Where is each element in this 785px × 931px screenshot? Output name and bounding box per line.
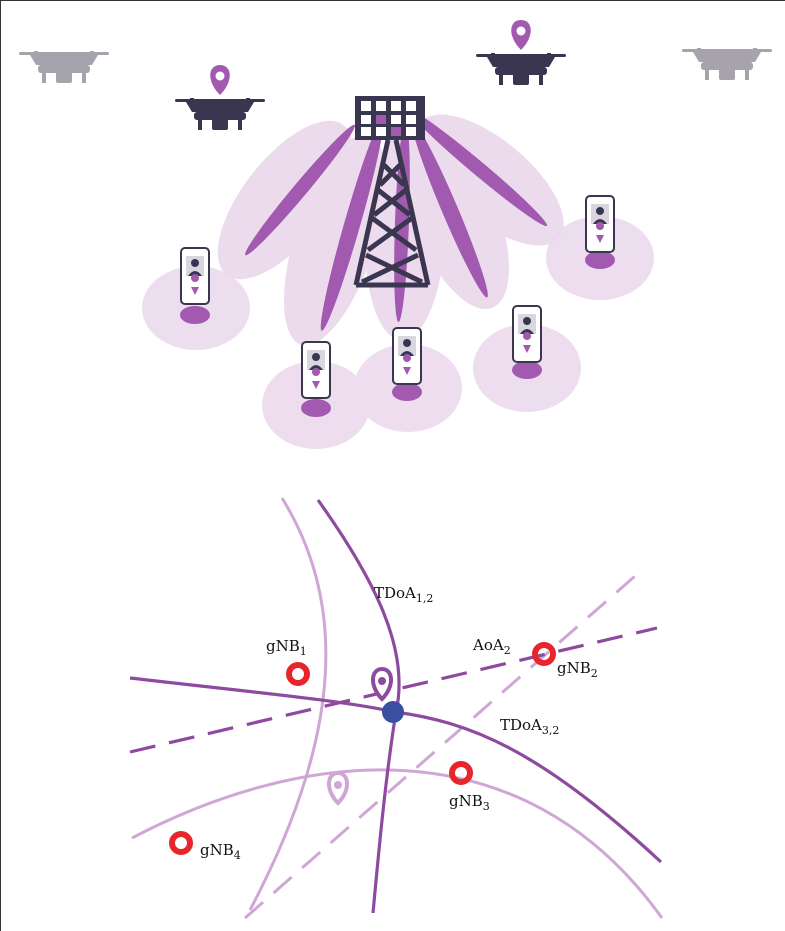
tdoa32-label: TDoA3,2 bbox=[500, 716, 560, 737]
user-pads bbox=[180, 251, 615, 417]
gnb2-marker bbox=[532, 642, 556, 666]
location-pin-icon bbox=[371, 666, 393, 702]
gnb4-marker bbox=[169, 831, 193, 855]
light-dashed-aoa-line bbox=[244, 568, 643, 920]
gnb4-label: gNB4 bbox=[200, 841, 241, 862]
position-estimate-dot bbox=[382, 701, 404, 723]
gnb3-label: gNB3 bbox=[449, 792, 490, 813]
aoa2-dashed-line bbox=[129, 626, 658, 754]
tower-antenna-panel bbox=[355, 96, 425, 140]
gnb2-label: gNB2 bbox=[557, 659, 598, 680]
light-hyperbola-bottom bbox=[131, 768, 664, 919]
gnb3-marker bbox=[449, 761, 473, 785]
aoa2-label: AoA2 bbox=[473, 636, 511, 657]
cell-tower-icon bbox=[353, 139, 431, 288]
tdoa12-label: TDoA1,2 bbox=[374, 584, 434, 605]
location-pin-icon bbox=[327, 770, 349, 806]
light-hyperbola-left bbox=[248, 497, 328, 911]
beamforming-illustration bbox=[19, 20, 772, 449]
gnb1-label: gNB1 bbox=[266, 637, 307, 658]
gnb1-marker bbox=[286, 662, 310, 686]
